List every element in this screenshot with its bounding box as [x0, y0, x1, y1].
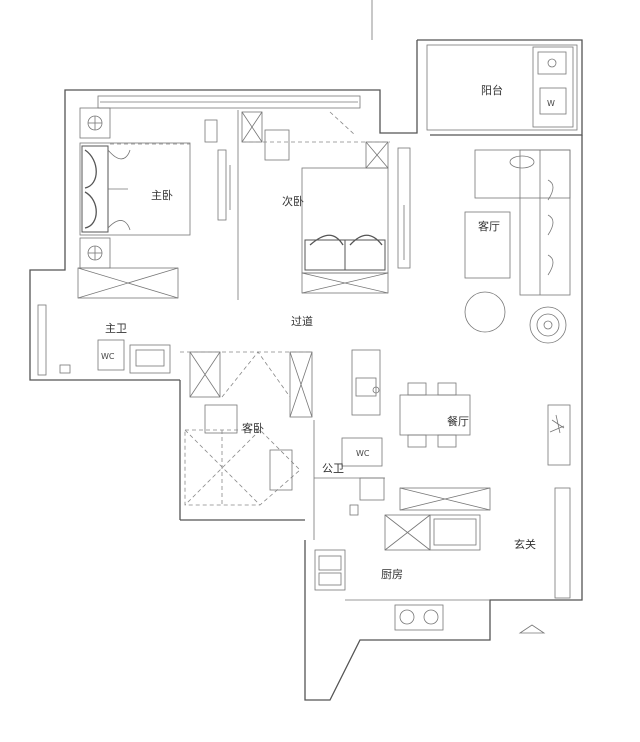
- svg-text:W: W: [547, 99, 555, 108]
- balcony: W 阳台: [426, 44, 578, 131]
- dining-room-label: 餐厅: [447, 414, 469, 428]
- dining-room: 餐厅: [351, 349, 471, 448]
- second-bedroom: 次卧: [237, 110, 411, 300]
- master-bedroom-label: 主卧: [151, 189, 173, 202]
- entrance: 玄关: [399, 404, 571, 634]
- living-room: 客厅: [464, 149, 571, 344]
- toilet-public: WC: [356, 449, 370, 458]
- outer-walls: [29, 0, 583, 701]
- corridor-label: 过道: [291, 314, 313, 328]
- second-bedroom-label: 次卧: [282, 194, 304, 208]
- guest-bedroom-label: 客卧: [242, 421, 264, 435]
- entrance-label: 玄关: [514, 537, 536, 551]
- kitchen: 厨房: [314, 514, 490, 631]
- balcony-label: 阳台: [481, 83, 503, 97]
- corridor: 过道: [291, 314, 313, 328]
- toilet-master: WC: [101, 352, 115, 361]
- master-bedroom: 主卧: [79, 95, 361, 269]
- kitchen-label: 厨房: [381, 568, 403, 581]
- master-bath: WC 主卫: [37, 267, 179, 376]
- public-bath: WC 公卫: [313, 420, 385, 540]
- public-bath-label: 公卫: [322, 462, 344, 475]
- guest-bedroom: 客卧: [180, 351, 313, 506]
- master-bath-label: 主卫: [105, 322, 127, 335]
- living-room-label: 客厅: [478, 219, 500, 233]
